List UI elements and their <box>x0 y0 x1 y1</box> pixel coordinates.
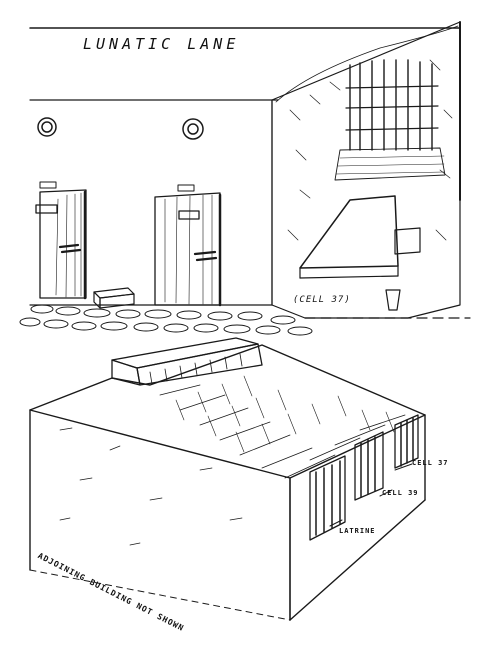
corridor-panel <box>29 27 471 319</box>
label-cell-39: CELL 39 <box>382 489 419 497</box>
title-lunatic-lane: LUNATIC LANE <box>83 35 240 53</box>
cell-door-right <box>154 184 222 307</box>
cobblestone-floor <box>19 304 313 336</box>
label-latrine: LATRINE <box>339 527 376 535</box>
cell-interior <box>271 21 461 319</box>
wall-vent <box>182 118 204 140</box>
cell-door-left <box>35 181 87 300</box>
building-exterior <box>29 337 426 621</box>
floor-crate <box>93 287 135 309</box>
cell-view-label: (CELL 37) <box>293 295 351 305</box>
label-cell-37: CELL 37 <box>412 459 449 467</box>
wall-vent <box>37 117 57 137</box>
